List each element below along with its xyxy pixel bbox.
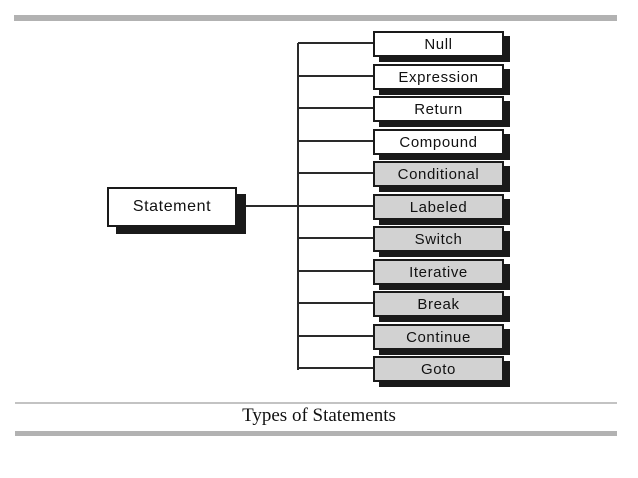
figure-caption: Types of Statements	[242, 405, 396, 426]
branch-line-return	[298, 107, 373, 109]
node-continue: Continue	[373, 324, 504, 350]
node-switch: Switch	[373, 226, 504, 252]
node-label: Expression	[398, 68, 479, 86]
node-labeled: Labeled	[373, 194, 504, 220]
node-conditional: Conditional	[373, 161, 504, 187]
root-connector-line	[237, 205, 298, 207]
node-label: Iterative	[409, 263, 468, 281]
node-label: Switch	[414, 230, 463, 248]
node-label: Conditional	[397, 165, 480, 183]
branch-line-labeled	[298, 205, 373, 207]
branch-line-expression	[298, 75, 373, 77]
node-break: Break	[373, 291, 504, 317]
node-label: Break	[417, 295, 460, 313]
node-expression: Expression	[373, 64, 504, 90]
node-label: Goto	[421, 360, 456, 378]
node-label: Compound	[399, 133, 478, 151]
node-iterative: Iterative	[373, 259, 504, 285]
branch-line-switch	[298, 237, 373, 239]
node-goto: Goto	[373, 356, 504, 382]
branch-line-break	[298, 302, 373, 304]
branch-line-goto	[298, 367, 373, 369]
caption-top-rule	[15, 402, 617, 404]
branch-line-iterative	[298, 270, 373, 272]
branch-line-continue	[298, 335, 373, 337]
top-divider-bar	[14, 15, 617, 21]
node-statement-label: Statement	[132, 198, 212, 215]
node-label: Null	[424, 35, 453, 53]
node-compound: Compound	[373, 129, 504, 155]
node-label: Return	[414, 100, 463, 118]
bottom-divider-bar	[15, 431, 617, 436]
branch-line-null	[298, 42, 373, 44]
node-return: Return	[373, 96, 504, 122]
branch-line-compound	[298, 140, 373, 142]
node-label: Labeled	[409, 198, 468, 216]
node-statement: Statement	[107, 187, 237, 227]
node-label: Continue	[406, 328, 471, 346]
node-null: Null	[373, 31, 504, 57]
branch-line-conditional	[298, 172, 373, 174]
